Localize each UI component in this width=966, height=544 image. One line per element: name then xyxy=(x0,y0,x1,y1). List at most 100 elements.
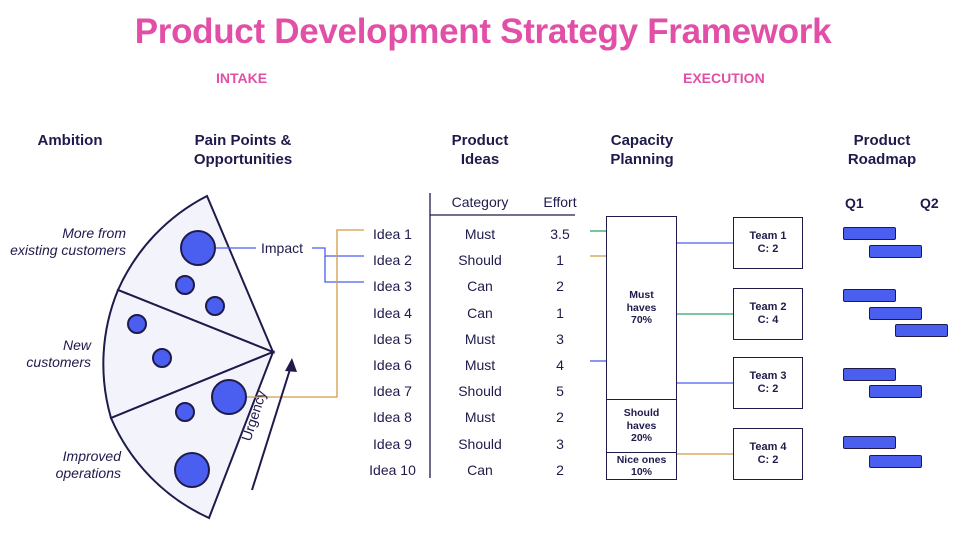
roadmap-bar xyxy=(843,368,896,381)
table-row: Idea 10 Can 2 xyxy=(355,457,590,483)
table-row: Idea 7 Should 5 xyxy=(355,378,590,404)
team-1-box: Team 1 C: 2 xyxy=(733,217,803,269)
connector-idea-1 xyxy=(247,229,364,398)
ambition-new-line1: New xyxy=(62,337,91,353)
idea-cell: Idea 10 xyxy=(369,461,416,478)
team-3-name: Team 3 xyxy=(749,370,787,382)
team-1-capacity: C: 2 xyxy=(757,243,779,255)
ambition-label-new: New customers xyxy=(0,337,91,371)
category-cell: Should xyxy=(458,435,502,452)
roadmap-bar xyxy=(869,245,922,258)
pain-point-circle xyxy=(175,275,195,295)
urgency-arrow xyxy=(251,362,293,491)
team-2-name: Team 2 xyxy=(749,301,787,313)
column-capacity-line1: Capacity xyxy=(610,132,674,149)
team-3-box: Team 3 C: 2 xyxy=(733,357,803,409)
effort-cell: 4 xyxy=(556,357,564,374)
header-effort: Effort xyxy=(543,194,577,210)
team-2-box: Team 2 C: 4 xyxy=(733,288,803,340)
ambition-new-line2: customers xyxy=(26,354,91,370)
roadmap-bar xyxy=(869,307,922,320)
ambition-existing-line2: existing customers xyxy=(10,242,126,258)
capacity-should-line2: haves xyxy=(626,419,657,432)
idea-cell: Idea 6 xyxy=(373,357,412,374)
pain-point-circle xyxy=(127,314,147,334)
column-product-ideas-line1: Product xyxy=(451,132,509,149)
table-header-row: Category Effort xyxy=(355,194,590,214)
category-cell: Can xyxy=(467,461,493,478)
column-ambition: Ambition xyxy=(20,131,120,150)
idea-cell: Idea 2 xyxy=(373,252,412,269)
idea-cell: Idea 3 xyxy=(373,278,412,295)
effort-cell: 2 xyxy=(556,409,564,426)
effort-cell: 2 xyxy=(556,278,564,295)
category-cell: Must xyxy=(464,330,496,347)
roadmap-bar xyxy=(869,455,922,468)
category-cell: Must xyxy=(464,226,496,243)
effort-cell: 3 xyxy=(556,330,564,347)
effort-cell: 5 xyxy=(556,383,564,400)
column-capacity-planning: Capacity Planning xyxy=(592,131,692,169)
ambition-existing-line1: More from xyxy=(62,225,126,241)
impact-label: Impact xyxy=(261,240,304,256)
category-cell: Should xyxy=(458,252,502,269)
table-row: Idea 1 Must 3.5 xyxy=(355,221,590,247)
column-pain-points-line2: Opportunities xyxy=(193,151,293,168)
team-1-name: Team 1 xyxy=(749,230,787,242)
capacity-nice-line1: Nice ones xyxy=(616,453,667,466)
column-product-roadmap: Product Roadmap xyxy=(832,131,932,169)
capacity-should-haves: Should haves 20% xyxy=(607,400,676,453)
page-title: Product Development Strategy Framework xyxy=(134,12,832,51)
section-intake: INTAKE xyxy=(216,70,268,86)
pain-point-circle xyxy=(180,230,216,266)
idea-cell: Idea 4 xyxy=(373,304,412,321)
ambition-operations-line1: Improved xyxy=(62,448,121,464)
category-cell: Can xyxy=(467,304,493,321)
table-row: Idea 9 Should 3 xyxy=(355,431,590,457)
pain-point-circle xyxy=(174,452,210,488)
effort-cell: 2 xyxy=(556,461,564,478)
team-2-capacity: C: 4 xyxy=(757,314,779,326)
capacity-nice-ones: Nice ones 10% xyxy=(607,453,676,479)
roadmap-bar xyxy=(843,289,896,302)
effort-cell: 1 xyxy=(556,304,564,321)
table-row: Idea 4 Can 1 xyxy=(355,300,590,326)
pie-slice-existing-customers xyxy=(116,194,275,354)
idea-cell: Idea 1 xyxy=(373,226,412,243)
effort-cell: 3 xyxy=(556,435,564,452)
category-cell: Must xyxy=(464,409,496,426)
section-execution: EXECUTION xyxy=(683,70,765,86)
header-category: Category xyxy=(451,194,509,210)
column-roadmap-line2: Roadmap xyxy=(847,151,917,168)
capacity-box: Must haves 70% Should haves 20% Nice one… xyxy=(606,216,677,480)
ambition-operations-line2: operations xyxy=(55,465,121,481)
team-4-capacity: C: 2 xyxy=(757,454,779,466)
column-capacity-line2: Planning xyxy=(610,151,674,168)
category-cell: Should xyxy=(458,383,502,400)
capacity-must-line3: 70% xyxy=(630,314,652,327)
capacity-nice-line2: 10% xyxy=(630,466,652,478)
capacity-should-line1: Should xyxy=(623,407,660,420)
ambition-label-operations: Improved operations xyxy=(0,448,121,482)
category-cell: Must xyxy=(464,357,496,374)
idea-cell: Idea 7 xyxy=(373,383,412,400)
idea-cell: Idea 8 xyxy=(373,409,412,426)
roadmap-bar xyxy=(843,436,896,449)
quarter-q1: Q1 xyxy=(845,195,864,211)
table-row: Idea 8 Must 2 xyxy=(355,404,590,430)
column-roadmap-line1: Product xyxy=(853,132,911,149)
idea-cell: Idea 9 xyxy=(373,435,412,452)
column-product-ideas-line2: Ideas xyxy=(460,151,500,168)
column-pain-points: Pain Points & Opportunities xyxy=(178,131,308,169)
quarter-q2: Q2 xyxy=(920,195,939,211)
team-4-box: Team 4 C: 2 xyxy=(733,428,803,480)
team-3-capacity: C: 2 xyxy=(757,383,779,395)
effort-cell: 3.5 xyxy=(550,226,570,243)
roadmap-bar xyxy=(895,324,948,337)
